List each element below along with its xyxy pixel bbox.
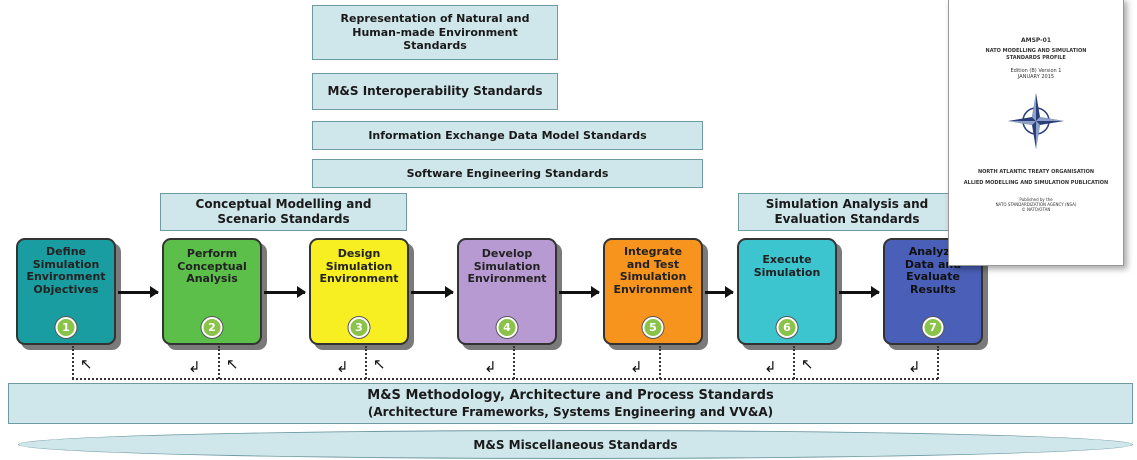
return-arrow-icon: ↲ bbox=[336, 358, 349, 376]
step-2-conceptual-analysis: Perform Conceptual Analysis 2 bbox=[162, 238, 262, 345]
return-arrow-icon: ↖ bbox=[373, 355, 386, 373]
step-number-badge: 5 bbox=[642, 317, 664, 338]
simulation-analysis-standards: Simulation Analysis and Evaluation Stand… bbox=[738, 193, 956, 231]
feedback-line bbox=[513, 346, 515, 379]
step-number-badge: 2 bbox=[201, 317, 223, 338]
miscellaneous-standards: M&S Miscellaneous Standards bbox=[18, 430, 1133, 459]
return-arrow-icon: ↲ bbox=[188, 358, 201, 376]
step-number-badge: 3 bbox=[348, 317, 370, 338]
flow-arrow bbox=[839, 286, 880, 298]
step-label: Design Simulation Environment bbox=[319, 247, 399, 286]
interoperability-standards: M&S Interoperability Standards bbox=[312, 73, 558, 110]
return-arrow-icon: ↖ bbox=[80, 355, 93, 373]
software-engineering-standards: Software Engineering Standards bbox=[312, 159, 703, 188]
step-label: Perform Conceptual Analysis bbox=[177, 247, 247, 286]
step-4-develop-environment: Develop Simulation Environment 4 bbox=[457, 238, 557, 345]
step-number-badge: 6 bbox=[776, 317, 798, 338]
methodology-standards: M&S Methodology, Architecture and Proces… bbox=[8, 383, 1133, 424]
document-cover: AMSP-01 NATO MODELLING AND SIMULATION ST… bbox=[948, 0, 1124, 266]
document-publication: ALLIED MODELLING AND SIMULATION PUBLICAT… bbox=[963, 179, 1109, 186]
flow-arrow bbox=[411, 286, 454, 298]
document-footer: Published by the NATO STANDARDIZATION AG… bbox=[995, 196, 1077, 213]
step-number-badge: 1 bbox=[55, 317, 77, 338]
return-arrow-icon: ↲ bbox=[908, 358, 921, 376]
document-edition: Edition (B) Version 1 bbox=[1010, 67, 1062, 74]
document-title: NATO MODELLING AND SIMULATION STANDARDS … bbox=[985, 48, 1087, 61]
feedback-line bbox=[72, 346, 74, 379]
step-6-execute-simulation: Execute Simulation 6 bbox=[737, 238, 837, 345]
step-label: Execute Simulation bbox=[753, 253, 821, 279]
feedback-line bbox=[937, 346, 939, 379]
information-exchange-standards: Information Exchange Data Model Standard… bbox=[312, 121, 703, 150]
flow-arrow bbox=[264, 286, 306, 298]
conceptual-modelling-standards: Conceptual Modelling and Scenario Standa… bbox=[160, 193, 407, 231]
feedback-line-horizontal bbox=[72, 378, 938, 380]
methodology-subtitle: (Architecture Frameworks, Systems Engine… bbox=[367, 405, 774, 419]
feedback-line bbox=[793, 346, 795, 379]
return-arrow-icon: ↖ bbox=[226, 355, 239, 373]
flow-arrow bbox=[118, 286, 159, 298]
step-5-integrate-test: Integrate and Test Simulation Environmen… bbox=[603, 238, 703, 345]
return-arrow-icon: ↖ bbox=[801, 355, 814, 373]
step-1-define-objectives: Define Simulation Environment Objectives… bbox=[16, 238, 116, 345]
step-number-badge: 4 bbox=[496, 317, 518, 338]
return-arrow-icon: ↲ bbox=[630, 358, 643, 376]
flow-arrow bbox=[559, 286, 600, 298]
flow-arrow bbox=[705, 286, 734, 298]
step-label: Define Simulation Environment Objectives bbox=[26, 245, 106, 296]
return-arrow-icon: ↲ bbox=[764, 358, 777, 376]
document-code: AMSP-01 bbox=[1020, 37, 1052, 44]
step-label: Analyze Data and Evaluate Results bbox=[904, 245, 961, 296]
document-date: JANUARY 2015 bbox=[1017, 74, 1055, 81]
step-label: Integrate and Test Simulation Environmen… bbox=[613, 245, 693, 296]
feedback-line bbox=[659, 346, 661, 379]
return-arrow-icon: ↲ bbox=[484, 358, 497, 376]
methodology-title: M&S Methodology, Architecture and Proces… bbox=[367, 388, 774, 403]
step-label: Develop Simulation Environment bbox=[467, 247, 547, 286]
natural-environment-standards: Representation of Natural and Human-made… bbox=[312, 5, 558, 60]
step-3-design-environment: Design Simulation Environment 3 bbox=[309, 238, 409, 345]
step-number-badge: 7 bbox=[922, 317, 944, 338]
feedback-line bbox=[218, 346, 220, 379]
feedback-line bbox=[365, 346, 367, 379]
document-org: NORTH ATLANTIC TREATY ORGANISATION bbox=[977, 169, 1095, 176]
nato-compass-icon bbox=[1008, 93, 1064, 150]
